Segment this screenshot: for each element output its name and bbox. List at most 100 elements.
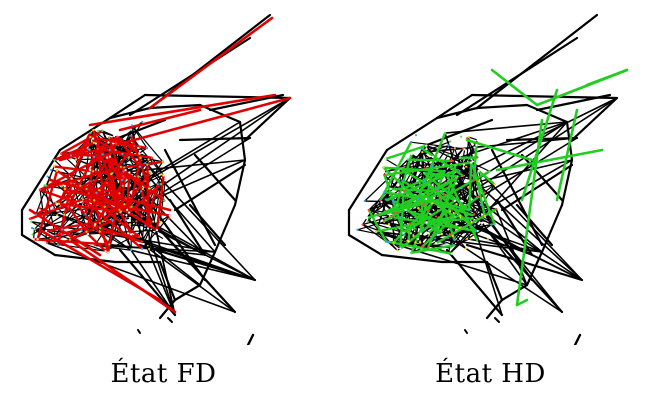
graph-node [387,241,390,244]
graph-node [148,172,152,175]
graph-node [427,246,430,249]
graph-node [138,146,141,149]
graph-node [123,203,126,206]
graph-node [382,166,385,169]
highlighted-edge [490,68,539,107]
caption-fd: État FD [110,359,217,389]
graph-node [160,173,163,176]
graph-node [36,238,39,241]
graph-node [428,183,431,186]
graph-node [449,159,452,162]
graph-node [425,197,428,201]
graph-node [111,219,114,222]
graph-edge [525,103,569,124]
graph-edge [347,148,389,212]
graph-node [108,148,111,151]
graph-node [393,200,397,203]
highlighted-edge [434,207,498,245]
graph-node [106,251,110,254]
graph-node [152,220,155,223]
graph-node [146,163,149,166]
highlighted-edge [384,240,453,255]
graph-node [92,129,95,132]
graph-node [122,170,125,173]
graph-node [476,138,479,142]
graph-node [89,136,92,139]
graph-node [45,229,48,233]
highlighted-edge [88,93,277,127]
graph-node [114,148,117,152]
highlighted-edge [89,135,149,150]
graph-node [418,240,421,243]
graph-node [46,175,49,178]
graph-node [383,173,386,177]
graph-node [105,181,109,185]
graph-node [108,136,111,139]
graph-node [101,129,104,132]
graph-fragment [464,329,468,334]
graph-node [159,220,162,223]
graph-node [399,216,402,219]
graph-edge [108,106,152,120]
graph-edge [421,159,573,248]
graph-node [480,221,484,225]
graph-edge [122,170,206,256]
graph-edge [570,96,619,142]
highlighted-edge [402,169,446,190]
graph-node [130,134,133,137]
graph-node [34,228,37,231]
graph-node [107,141,110,144]
graph-node [112,134,116,138]
highlighted-edge [107,136,124,182]
graph-edge [111,159,246,175]
graph-edge [131,124,148,149]
graph-node [387,222,391,226]
graph-node [53,158,56,162]
highlighted-edge [119,168,127,213]
graph-node [142,242,145,246]
graph-node [87,148,90,151]
highlighted-edge [81,198,131,214]
graph-node [120,178,124,182]
graph-edge [405,147,423,211]
highlighted-edge [385,168,459,202]
graph-node [410,251,413,254]
highlighted-edge [383,161,473,177]
graph-node [69,154,73,157]
graph-node [469,237,472,240]
graph-node [97,130,100,133]
highlighted-edge [84,155,96,216]
graph-node [92,155,96,159]
graph-node [60,184,64,188]
graph-node [401,179,405,182]
graph-node [486,238,489,241]
graph-edge [135,220,176,316]
highlighted-edge [155,174,165,232]
highlighted-edge [382,177,458,223]
graph-node [101,153,104,156]
graph-node [421,245,424,248]
graph-node [488,170,491,173]
graph-node [464,247,467,250]
graph-node [367,208,370,212]
graph-node [475,143,478,147]
graph-node [56,203,59,206]
graph-edge [233,158,247,207]
graph-fragment [137,329,141,334]
graph-node [361,223,364,226]
highlighted-edge [425,198,474,217]
graph-node [116,212,119,215]
graph-fragment [246,333,255,345]
graph-node [79,184,82,187]
graph-node [473,224,476,227]
graph-node [92,141,95,144]
graph-node [138,152,141,155]
graph-edge [178,136,252,142]
graph-node [471,217,474,220]
graph-node [168,214,171,217]
graph-node [423,180,426,183]
graph-node [399,247,402,250]
graph-edge [478,183,496,198]
highlighted-edge [44,219,105,233]
graph-node [121,184,124,187]
